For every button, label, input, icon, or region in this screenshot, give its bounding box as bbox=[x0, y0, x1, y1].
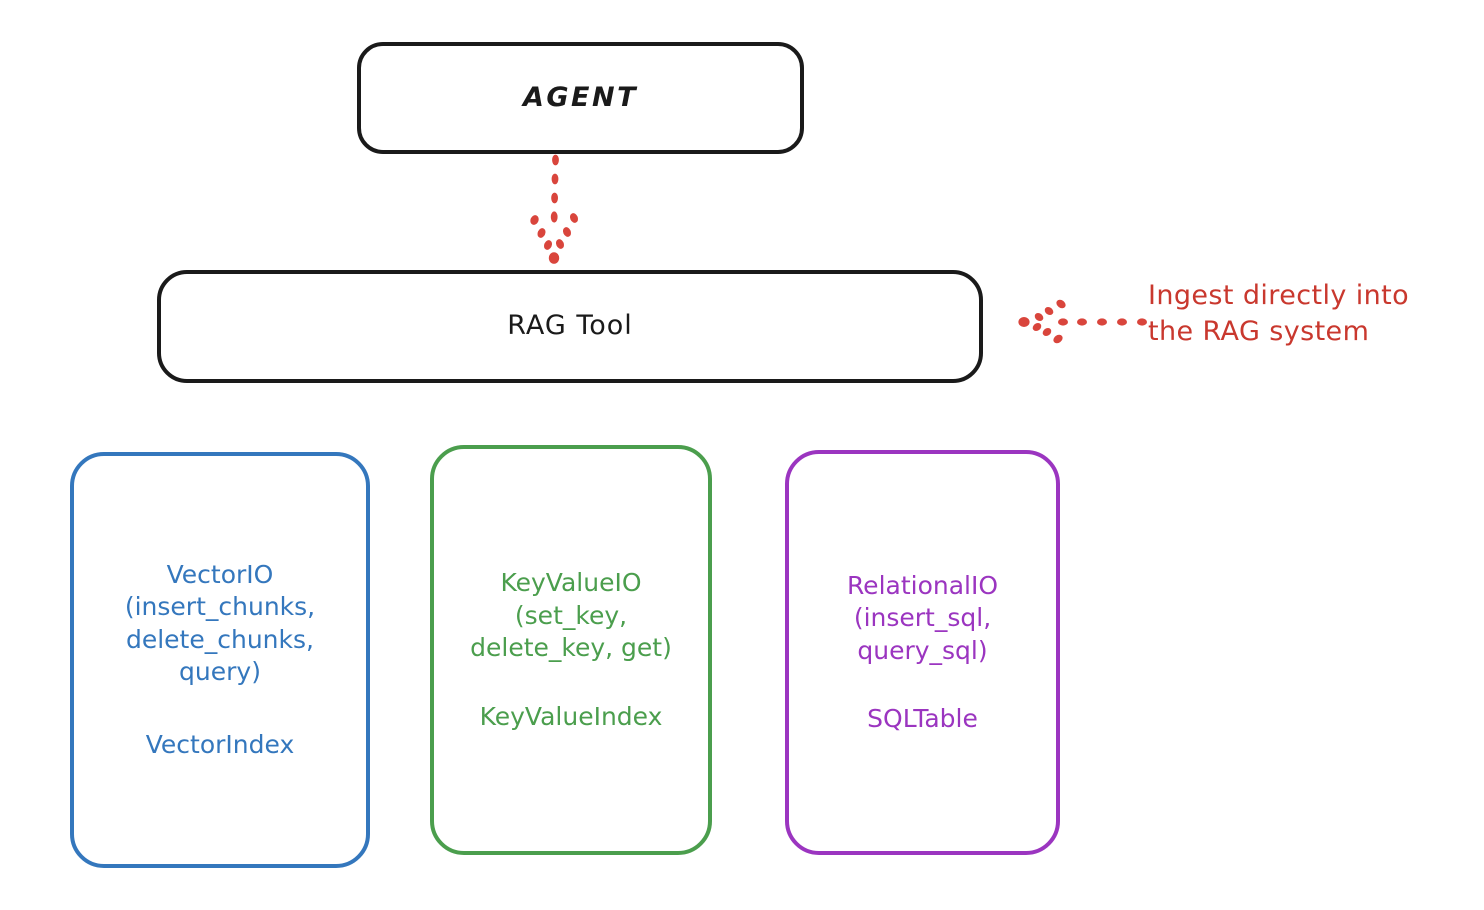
connector-agent-to-rag bbox=[500, 154, 610, 270]
node-keyvalue-index-label: KeyValueIndex bbox=[479, 701, 663, 731]
node-agent-label: AGENT bbox=[522, 81, 638, 113]
node-rag-tool-label: RAG Tool bbox=[507, 310, 633, 342]
dotted-line-down bbox=[550, 154, 559, 223]
node-relational-io[interactable]: RelationalIO (insert_sql, query_sql) SQL… bbox=[785, 450, 1060, 855]
arrowhead-down-icon bbox=[530, 213, 579, 264]
connector-ingest-to-rag bbox=[1018, 298, 1148, 348]
node-keyvalue-io-api-label: KeyValueIO (set_key, delete_key, get) bbox=[470, 568, 672, 662]
annotation-ingest-text: Ingest directly into the RAG system bbox=[1148, 280, 1410, 348]
dotted-line-left bbox=[1058, 318, 1147, 326]
node-vector-io-api-label: VectorIO (insert_chunks, delete_chunks, … bbox=[124, 559, 316, 687]
node-agent[interactable]: AGENT bbox=[357, 42, 804, 154]
node-sql-table-label: SQLTable bbox=[867, 704, 978, 733]
node-rag-tool[interactable]: RAG Tool bbox=[157, 270, 983, 383]
node-relational-io-api-label: RelationalIO (insert_sql, query_sql) bbox=[846, 570, 999, 665]
node-vector-index-label: VectorIndex bbox=[145, 729, 295, 759]
node-keyvalue-io[interactable]: KeyValueIO (set_key, delete_key, get) Ke… bbox=[430, 445, 712, 855]
node-vector-io[interactable]: VectorIO (insert_chunks, delete_chunks, … bbox=[70, 452, 370, 868]
arrowhead-left-icon bbox=[1018, 299, 1066, 344]
